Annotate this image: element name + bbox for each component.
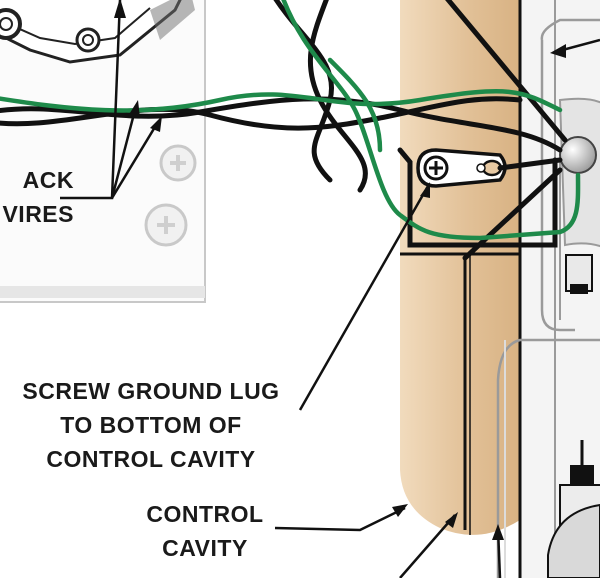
- ground-lug-label-line-1: SCREW GROUND LUG: [22, 378, 280, 404]
- pot-disc: [547, 503, 600, 578]
- arrow-control-cavity: [274, 506, 406, 532]
- arrowhead-7: [492, 524, 504, 540]
- black-wires-label-line-2: VIRES: [2, 201, 74, 227]
- arrowhead-6: [445, 512, 458, 528]
- black-wire-5: [397, 147, 558, 248]
- arrow-black-wires-3: [110, 121, 160, 199]
- control-cavity-label: CONTROL CAVITY: [130, 497, 280, 565]
- black-wire-8: [462, 167, 563, 261]
- black-wire-2: [0, 96, 523, 131]
- arrow-black-wires-2: [110, 109, 137, 199]
- control-cavity-label-line-2: CAVITY: [162, 535, 248, 561]
- arrowheads: [114, 0, 566, 540]
- control-cavity-label-line-1: CONTROL: [146, 501, 264, 527]
- black-wire-6: [497, 157, 563, 171]
- green-wires: [0, 0, 581, 241]
- black-wires-label: ACK VIRES: [0, 163, 74, 231]
- ground-lug-label: SCREW GROUND LUG TO BOTTOM OF CONTROL CA…: [6, 374, 296, 476]
- ground-lug-hole-2: [476, 163, 486, 173]
- pot-lug-bottom: [570, 465, 594, 487]
- arrowhead-1: [114, 0, 126, 18]
- arrow-ground-lug: [298, 185, 430, 411]
- black-wire-3: [273, 0, 334, 183]
- panel-screw-2: [144, 203, 188, 247]
- arrow-bottom-1: [399, 514, 456, 578]
- jack-plate-inner: [0, 7, 151, 46]
- panel-screw-1: [159, 144, 197, 182]
- ground-lug-screw-slot: [429, 161, 443, 175]
- pot-shaft-outline: [540, 18, 600, 332]
- arrowhead-2: [128, 100, 140, 118]
- control-cavity: [400, 0, 520, 535]
- pickguard-shadow: [0, 286, 205, 298]
- arrowhead-4: [420, 182, 430, 198]
- plate-screw-inner: [82, 34, 94, 46]
- pot-lug-black: [570, 284, 588, 294]
- arrowhead-5: [392, 504, 408, 517]
- black-wire-1: [0, 96, 563, 153]
- green-wire-3: [327, 57, 383, 153]
- black-wires-label-line-1: ACK: [22, 167, 74, 193]
- arrowhead-8: [550, 44, 566, 58]
- ground-lug-label-line-2: TO BOTTOM OF: [60, 412, 242, 438]
- green-wire-1: [0, 89, 563, 113]
- arrowhead-3: [150, 116, 162, 132]
- callout-arrows: [60, 0, 600, 578]
- jack-nut-inner: [0, 17, 13, 31]
- black-wire-7: [445, 0, 568, 143]
- green-wire-2: [281, 0, 581, 241]
- ground-lug-label-line-3: CONTROL CAVITY: [46, 446, 256, 472]
- jack-plate-shadow: [150, 0, 195, 40]
